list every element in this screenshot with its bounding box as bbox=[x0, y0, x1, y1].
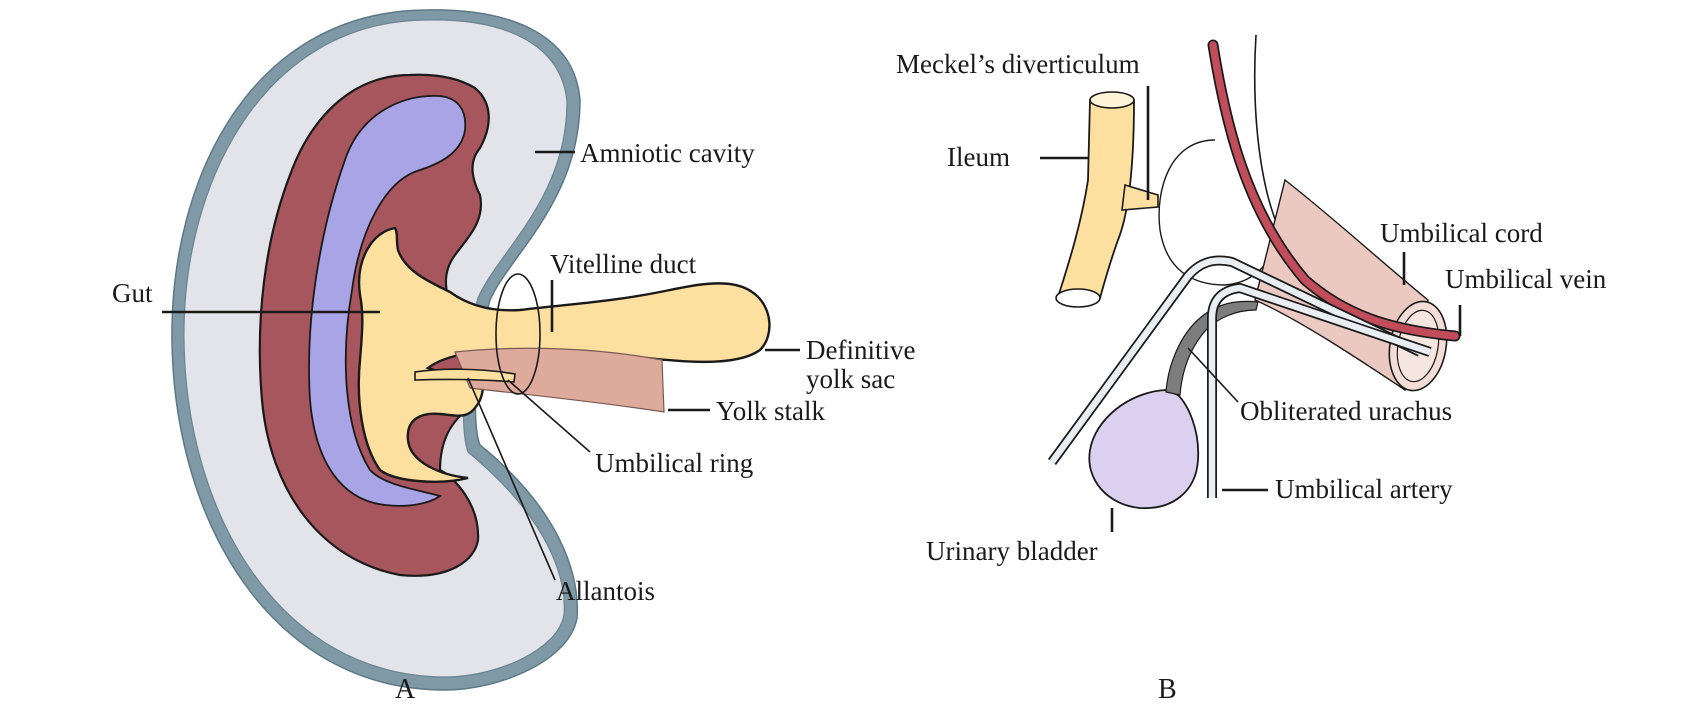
allantois-leader bbox=[467, 377, 556, 581]
allantois-channel bbox=[414, 368, 516, 383]
panel-b: Meckel’s diverticulum Ileum Umbilical co… bbox=[896, 34, 1607, 705]
label-urinary-bladder: Urinary bladder bbox=[926, 536, 1098, 566]
gut-and-yolk-sac bbox=[357, 226, 771, 483]
label-yolk-sac: yolk sac bbox=[806, 364, 895, 394]
umbilical-ring-leader bbox=[507, 379, 591, 453]
label-meckels-diverticulum: Meckel’s diverticulum bbox=[896, 49, 1140, 79]
label-vitelline-duct: Vitelline duct bbox=[550, 249, 697, 279]
panel-b-letter: B bbox=[1158, 674, 1177, 705]
meckels-diverticulum bbox=[1121, 183, 1159, 211]
umbilical-vein-fill bbox=[1209, 41, 1459, 340]
umbilical-artery-left-fill bbox=[1049, 257, 1422, 464]
label-amniotic-cavity: Amniotic cavity bbox=[580, 138, 755, 168]
umbilical-ring bbox=[495, 273, 541, 395]
obliterated-urachus-leader bbox=[1187, 347, 1239, 403]
label-gut: Gut bbox=[112, 278, 153, 308]
panel-a-letter: A bbox=[395, 674, 416, 705]
label-obliterated-urachus: Obliterated urachus bbox=[1240, 396, 1452, 426]
label-umbilical-vein: Umbilical vein bbox=[1445, 264, 1607, 294]
panel-a: Amniotic cavity Vitelline duct Gut Defin… bbox=[112, 9, 915, 705]
ileum-top-opening bbox=[1089, 91, 1135, 109]
label-yolk-stalk: Yolk stalk bbox=[716, 396, 826, 426]
coelom-lining bbox=[308, 95, 467, 507]
label-ileum: Ileum bbox=[947, 142, 1010, 172]
label-umbilical-cord: Umbilical cord bbox=[1380, 218, 1543, 248]
ileum-bottom-opening bbox=[1055, 288, 1101, 308]
label-umbilical-artery: Umbilical artery bbox=[1275, 474, 1453, 504]
ileum bbox=[1055, 99, 1135, 301]
urinary-bladder bbox=[1088, 389, 1200, 509]
umbilical-artery-right-fill bbox=[1208, 284, 1432, 498]
label-umbilical-ring: Umbilical ring bbox=[595, 448, 753, 478]
label-allantois: Allantois bbox=[556, 576, 655, 606]
label-definitive: Definitive bbox=[806, 335, 915, 365]
